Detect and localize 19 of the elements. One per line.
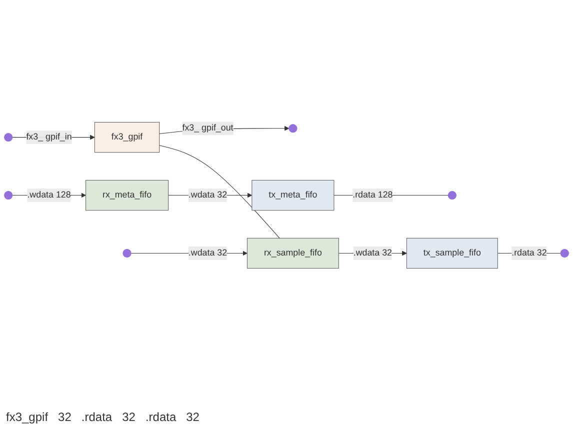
edge-label: .wdata 128	[27, 190, 71, 200]
node-box: tx_sample_fifo	[406, 238, 498, 269]
edge-label: fx3_ gpif_out	[182, 123, 234, 133]
signal-label: 32	[122, 410, 136, 424]
signal-label: .rdata	[81, 410, 112, 424]
edge-label: .wdata 32	[188, 248, 228, 258]
node-box: rx_sample_fifo	[246, 238, 339, 269]
edge-label: fx3_ gpif_in	[26, 132, 72, 142]
edge-label: .wdata 32	[353, 248, 392, 258]
signal-label: 32	[186, 410, 200, 424]
signal-label: 32	[58, 410, 72, 424]
node-box: tx_meta_fifo	[252, 180, 334, 211]
signal-label: fx3_gpif	[6, 410, 48, 424]
edge-label: .rdata 32	[512, 248, 547, 258]
node-box: rx_meta_fifo	[85, 180, 169, 211]
signal-label: .rdata	[145, 410, 176, 424]
node-box: fx3_gpif	[94, 122, 160, 153]
edge-label: .wdata 32	[188, 190, 228, 200]
edge-label: .rdata 128	[352, 190, 393, 200]
